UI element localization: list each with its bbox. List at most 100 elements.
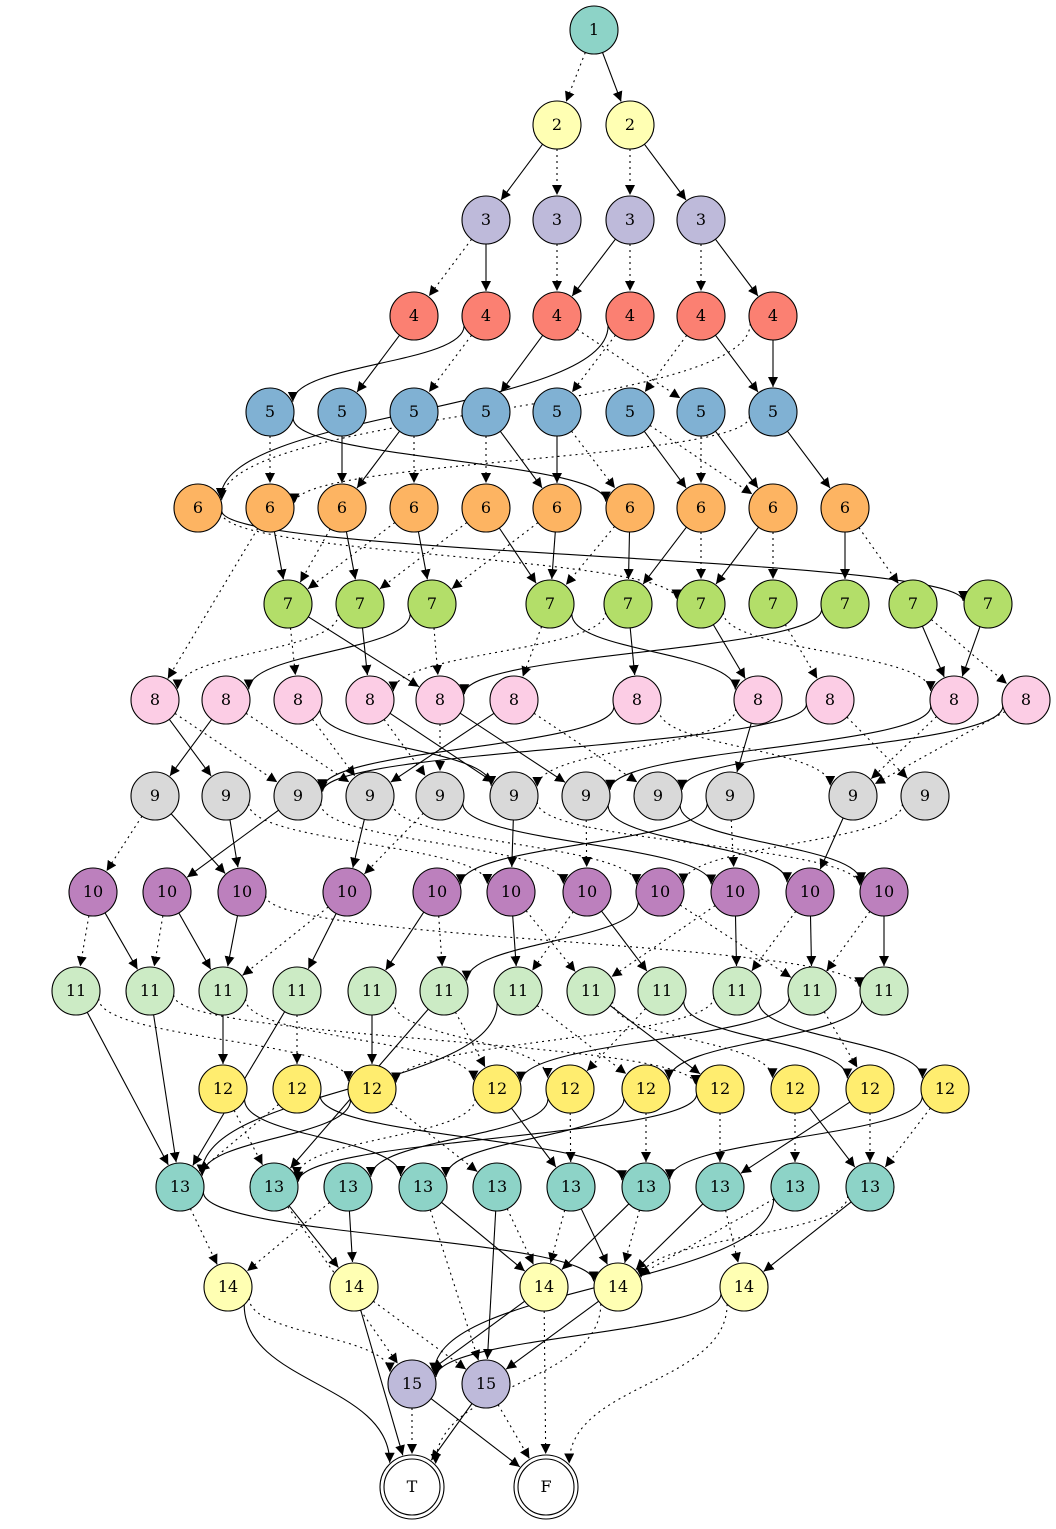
node-level-9: 9: [489, 771, 539, 821]
node-level-6: 6: [532, 483, 582, 533]
node-circle: [130, 771, 180, 821]
solid-edge: [561, 1203, 630, 1270]
solid-edge: [243, 1304, 395, 1463]
node-label: 11: [140, 981, 160, 1000]
node-level-13: 13: [249, 1162, 299, 1212]
node-level-5: 5: [461, 387, 511, 437]
node-level-4: 4: [461, 291, 511, 341]
node-label: 5: [409, 402, 419, 421]
node-level-2: 2: [532, 100, 582, 150]
node-level-9: 9: [705, 771, 755, 821]
node-circle: [272, 966, 322, 1016]
node-label: 11: [213, 981, 233, 1000]
node-circle: [317, 387, 367, 437]
solid-edge: [500, 143, 544, 201]
node-circle: [676, 291, 726, 341]
node-level-14: 14: [329, 1262, 379, 1312]
node-level-11: 11: [566, 966, 616, 1016]
node-level-5: 5: [748, 387, 798, 437]
node-label: 12: [487, 1079, 507, 1098]
solid-edge: [431, 1300, 526, 1370]
solid-edge: [292, 418, 611, 502]
solid-edge: [430, 1403, 473, 1461]
node-circle: [695, 1064, 745, 1114]
dashed-edge: [576, 328, 681, 399]
dashed-edge: [391, 997, 715, 1083]
node-circle: [322, 867, 372, 917]
node-circle: [705, 771, 755, 821]
node-circle: [461, 387, 511, 437]
node-level-2: 2: [605, 100, 655, 150]
node-label: F: [540, 1477, 551, 1496]
node-label: 14: [734, 1277, 754, 1296]
solid-edge: [498, 527, 537, 584]
dashed-edge: [379, 522, 468, 590]
dashed-edge: [678, 804, 903, 884]
node-circle: [805, 675, 855, 725]
node-level-13: 13: [398, 1162, 448, 1212]
node-circle: [770, 1162, 820, 1212]
node-circle: [593, 1262, 643, 1312]
dashed-edge: [307, 522, 396, 590]
node-circle: [635, 867, 685, 917]
node-level-8: 8: [1001, 675, 1051, 725]
dashed-edge: [586, 1008, 647, 1072]
node-level-10: 10: [322, 867, 372, 917]
node-circle: [461, 291, 511, 341]
terminal-inner-ring: [383, 1458, 441, 1516]
dashed-edge: [248, 1298, 395, 1373]
node-label: 4: [409, 306, 419, 325]
node-label: 6: [193, 498, 203, 517]
solid-edge: [431, 1293, 722, 1378]
node-label: 1: [589, 20, 599, 39]
node-circle: [532, 195, 582, 245]
node-circle: [249, 1162, 299, 1212]
node-circle: [415, 675, 465, 725]
solid-edge: [461, 901, 639, 981]
node-label: 7: [696, 594, 706, 613]
node-label: 8: [949, 690, 959, 709]
solid-edge: [169, 718, 213, 777]
node-circle: [489, 675, 539, 725]
dashed-edge: [106, 815, 143, 872]
node-level-7: 7: [407, 579, 457, 629]
dashed-edge: [233, 1110, 263, 1166]
solid-edge: [360, 1309, 405, 1456]
node-label: 8: [825, 690, 835, 709]
node-level-1: 1: [569, 5, 619, 55]
node-label: 12: [935, 1079, 955, 1098]
node-level-14: 14: [593, 1262, 643, 1312]
node-level-5: 5: [317, 387, 367, 437]
node-level-9: 9: [415, 771, 465, 821]
node-label: 10: [337, 882, 357, 901]
solid-edge: [712, 624, 746, 679]
node-label: 7: [283, 594, 293, 613]
node-circle: [676, 195, 726, 245]
node-label: 8: [1021, 690, 1031, 709]
node-circle: [173, 483, 223, 533]
node-label: 12: [636, 1079, 656, 1098]
node-circle: [621, 1064, 671, 1114]
node-circle: [733, 675, 783, 725]
dashed-edge: [565, 52, 586, 102]
node-level-6: 6: [461, 483, 511, 533]
node-label: 15: [402, 1374, 422, 1393]
dashed-edge: [565, 1112, 576, 1163]
node-circle: [201, 675, 251, 725]
node-label: 3: [696, 210, 706, 229]
node-level-13: 13: [621, 1162, 671, 1212]
node-label: 10: [157, 882, 177, 901]
dashed-edge: [432, 627, 443, 676]
dashed-edge: [436, 915, 447, 967]
node-label: 8: [221, 690, 231, 709]
dashed-edge: [172, 614, 339, 690]
node-label: 6: [625, 498, 635, 517]
node-label: 2: [552, 115, 562, 134]
node-circle: [845, 1162, 895, 1212]
node-label: 8: [753, 690, 763, 709]
node-level-13: 13: [472, 1162, 522, 1212]
node-label: 14: [534, 1277, 554, 1296]
node-label: 14: [608, 1277, 628, 1296]
